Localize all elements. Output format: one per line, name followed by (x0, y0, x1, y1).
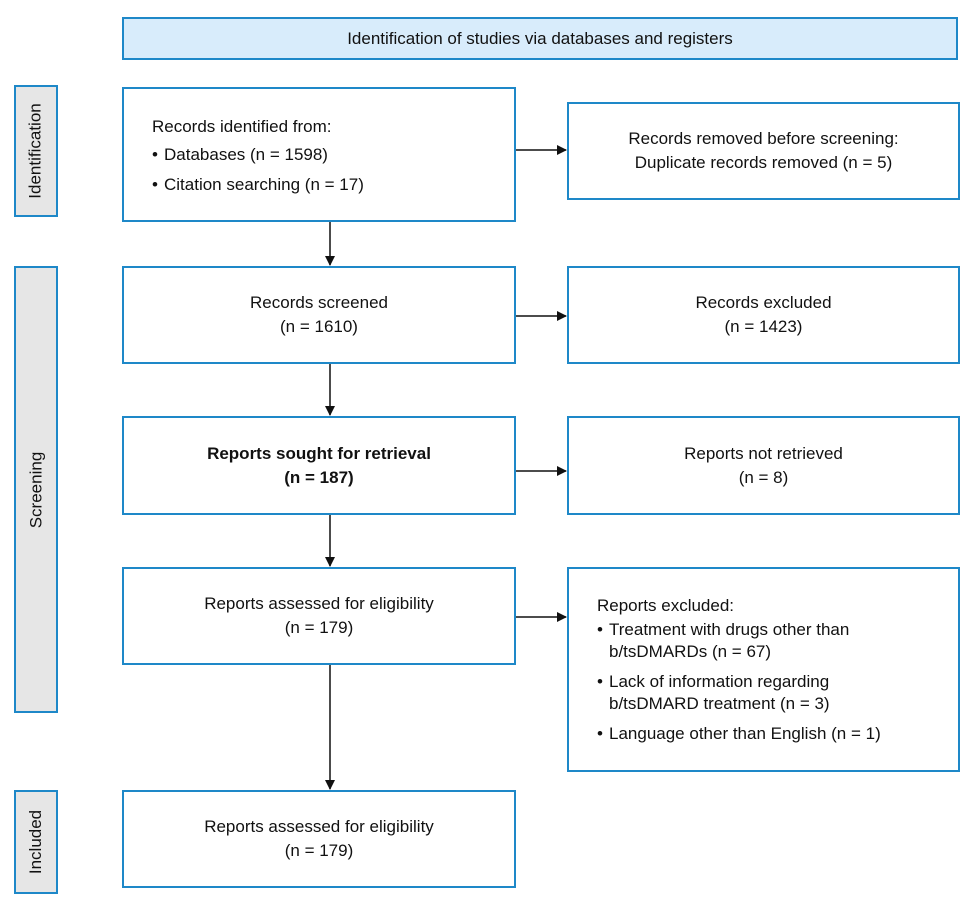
reports-sought-line1: Reports sought for retrieval (207, 443, 431, 463)
reports-not-retrieved-line2: (n = 8) (738, 467, 789, 487)
list-item: Treatment with drugs other than b/tsDMAR… (597, 619, 958, 663)
reports-included-line2: (n = 179) (284, 841, 354, 860)
records-identified-list: Databases (n = 1598) Citation searching … (152, 143, 514, 197)
records-excluded-line1: Records excluded (695, 293, 832, 312)
reports-included-line1: Reports assessed for eligibility (204, 817, 434, 836)
list-item: Lack of information regarding b/tsDMARD … (597, 671, 958, 715)
records-screened-box: Records screened (n = 1610) (122, 266, 516, 364)
reports-excluded-list: Treatment with drugs other than b/tsDMAR… (597, 619, 958, 745)
reports-sought-line2: (n = 187) (284, 467, 354, 487)
phase-included: Included (14, 790, 58, 894)
records-removed-line1: Records removed before screening: (628, 129, 899, 148)
phase-screening: Screening (14, 266, 58, 713)
list-item: Citation searching (n = 17) (152, 173, 514, 197)
records-screened-line2: (n = 1610) (280, 317, 358, 336)
records-excluded-box: Records excluded (n = 1423) (567, 266, 960, 364)
list-item: Language other than English (n = 1) (597, 723, 958, 745)
reports-included-box: Reports assessed for eligibility (n = 17… (122, 790, 516, 888)
reports-excluded-box: Reports excluded: Treatment with drugs o… (567, 567, 960, 772)
header-banner: Identification of studies via databases … (122, 17, 958, 60)
reports-assessed-line1: Reports assessed for eligibility (204, 594, 434, 613)
records-identified-title: Records identified from: (152, 117, 332, 136)
records-removed-line2: Duplicate records removed (n = 5) (634, 153, 893, 172)
reports-not-retrieved-box: Reports not retrieved (n = 8) (567, 416, 960, 515)
phase-included-label: Included (26, 809, 45, 875)
reports-assessed-line2: (n = 179) (284, 618, 354, 637)
phase-identification-label: Identification (26, 103, 46, 199)
list-item: Databases (n = 1598) (152, 143, 514, 167)
reports-not-retrieved-line1: Reports not retrieved (684, 443, 843, 463)
records-identified-box: Records identified from: Databases (n = … (122, 87, 516, 222)
reports-assessed-box: Reports assessed for eligibility (n = 17… (122, 567, 516, 665)
phase-screening-label: Screening (26, 451, 45, 528)
header-text: Identification of studies via databases … (347, 28, 733, 48)
reports-sought-box: Reports sought for retrieval (n = 187) (122, 416, 516, 515)
reports-excluded-title: Reports excluded: (597, 596, 735, 615)
phase-identification: Identification (14, 85, 58, 217)
records-removed-box: Records removed before screening: Duplic… (567, 102, 960, 200)
records-screened-line1: Records screened (250, 293, 388, 312)
records-excluded-line2: (n = 1423) (724, 317, 803, 336)
